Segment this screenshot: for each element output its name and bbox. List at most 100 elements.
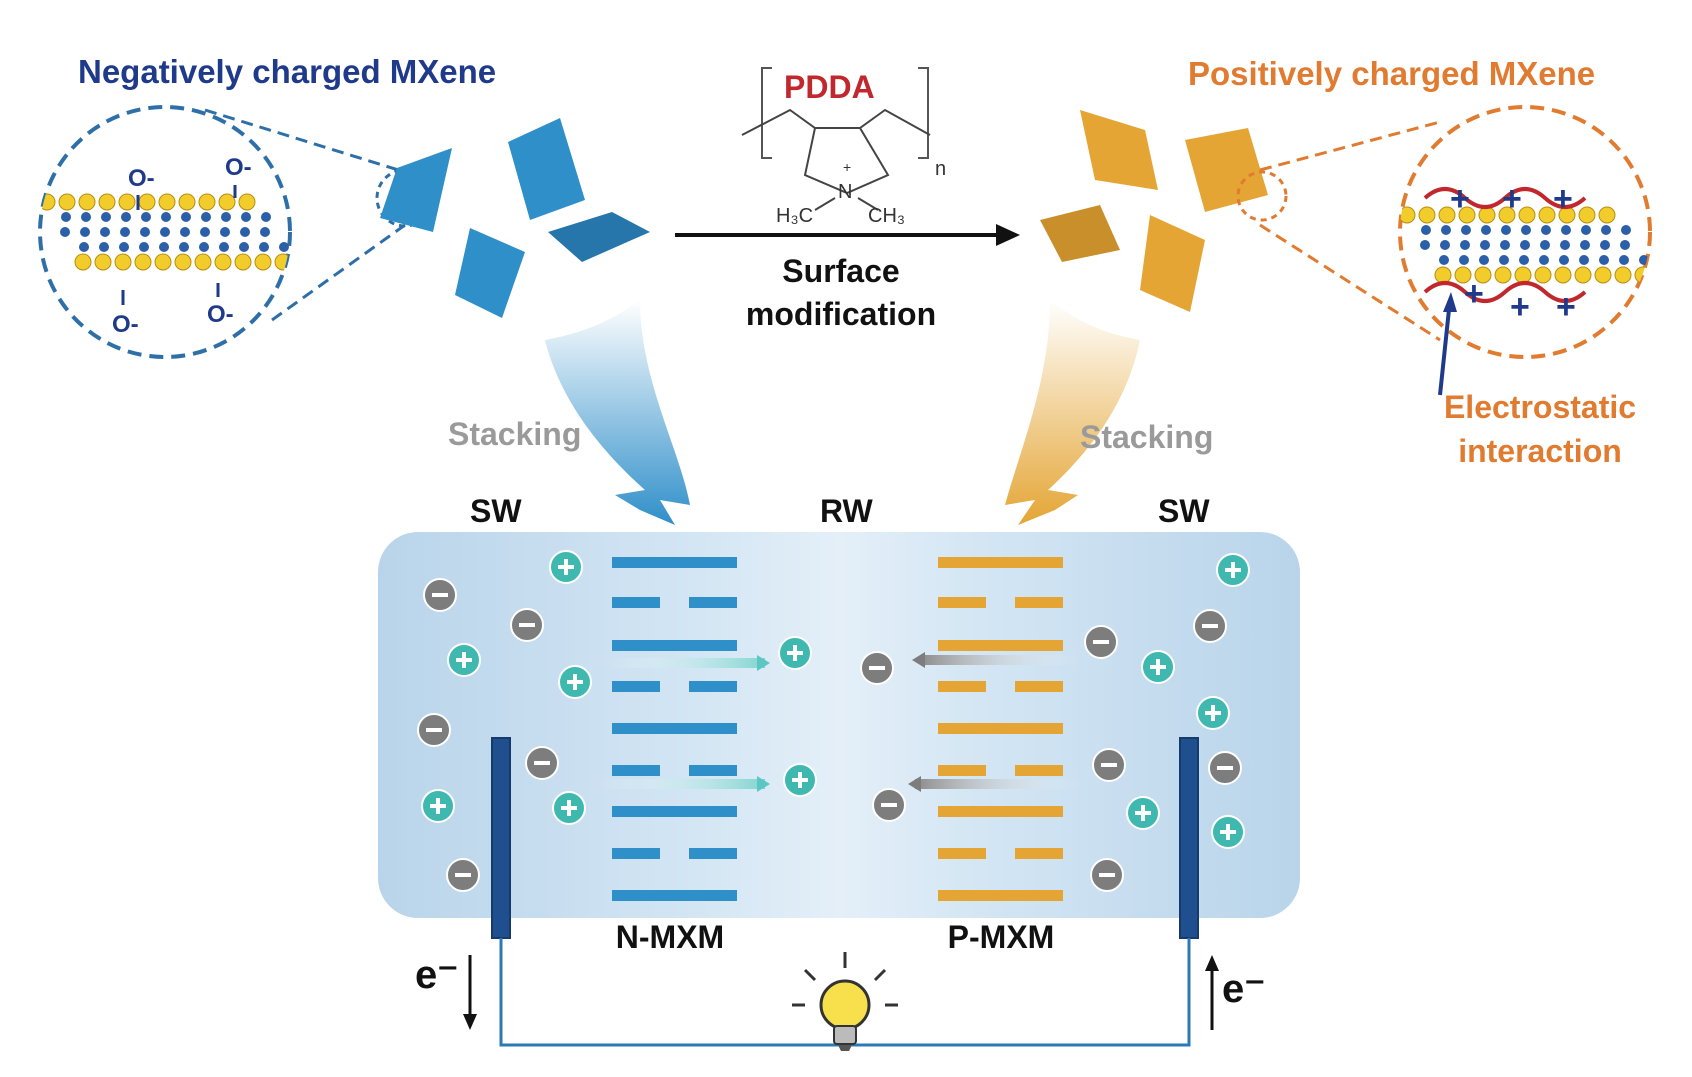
lattice-atom	[1501, 225, 1511, 235]
lattice-atom	[1560, 240, 1570, 250]
lattice-atom	[1439, 255, 1449, 265]
lattice-atom	[40, 193, 56, 211]
lattice-atom	[1460, 240, 1470, 250]
positive-mxene-flakes	[1040, 110, 1268, 312]
stacking-label-left: Stacking	[448, 416, 581, 452]
lattice-atom	[139, 242, 149, 252]
lattice-atom	[1580, 240, 1590, 250]
rw-label: RW	[820, 493, 874, 529]
lattice-atom	[1478, 206, 1496, 224]
lattice-atom	[118, 193, 136, 211]
lattice-atom	[180, 227, 190, 237]
o-minus-label: O-	[207, 301, 234, 328]
membrane-layer	[612, 890, 737, 901]
lattice-atom	[260, 227, 270, 237]
anion-minus-icon	[860, 651, 894, 685]
lattice-atom	[1561, 225, 1571, 235]
stacking-arrow-right	[1005, 300, 1140, 525]
plus-charge: +	[1464, 275, 1484, 313]
p-mxm-label: P-MXM	[948, 919, 1055, 955]
lattice-atom	[1619, 255, 1629, 265]
lattice-atom	[240, 227, 250, 237]
surface-modification-arrow	[675, 224, 1020, 246]
cation-plus-icon	[1216, 553, 1250, 587]
membrane-layer	[938, 723, 1063, 734]
membranes	[612, 557, 1063, 901]
membrane-segment	[689, 848, 737, 859]
stacking-arrow-left	[545, 300, 690, 525]
anion-minus-icon	[417, 713, 451, 747]
cation-plus-icon	[552, 791, 586, 825]
membrane-segment	[1015, 681, 1063, 692]
anion-minus-icon	[1092, 748, 1126, 782]
cation-plus-icon	[549, 550, 583, 584]
arrow-down-icon	[463, 1014, 477, 1030]
lattice-atom	[200, 227, 210, 237]
lattice-atom	[121, 212, 131, 222]
membrane-layer	[612, 557, 737, 568]
lattice-atom	[1458, 206, 1476, 224]
lattice-atom	[1540, 240, 1550, 250]
arrow-up-icon	[1205, 955, 1219, 971]
membrane-segment	[1015, 848, 1063, 859]
membrane-segment	[612, 848, 660, 859]
lattice-atom	[221, 212, 231, 222]
cation-plus-icon	[1126, 796, 1160, 830]
membrane-layer	[938, 806, 1063, 817]
lattice-atom	[279, 242, 289, 252]
anion-minus-icon	[525, 746, 559, 780]
lattice-atom	[80, 227, 90, 237]
h3c-label: H₃C	[776, 205, 813, 227]
plus-charge: +	[1510, 288, 1530, 326]
anion-minus-icon	[1208, 751, 1242, 785]
lattice-atom	[1479, 255, 1489, 265]
lattice-atom	[1579, 255, 1589, 265]
lattice-atom	[1620, 240, 1630, 250]
lattice-atom	[114, 253, 132, 271]
anion-minus-icon	[1090, 858, 1124, 892]
cation-plus-icon	[447, 643, 481, 677]
lattice-atom	[138, 193, 156, 211]
membrane-layer	[938, 557, 1063, 568]
lattice-atom	[60, 227, 70, 237]
lattice-atom	[99, 242, 109, 252]
o-minus-label: O-	[112, 311, 139, 338]
surface-label-line2: modification	[746, 296, 936, 332]
cell-body	[378, 532, 1300, 918]
lattice-atom	[261, 212, 271, 222]
lattice-atom	[174, 253, 192, 271]
lattice-atom	[1454, 266, 1472, 284]
lattice-atom	[98, 193, 116, 211]
cation-plus-icon	[778, 636, 812, 670]
n-mxm-label: N-MXM	[616, 919, 724, 955]
lattice-atom	[1514, 266, 1532, 284]
oxygen-groups: O- O- O- O-	[112, 154, 252, 338]
lattice-atom	[1459, 255, 1469, 265]
electrode-right	[1179, 737, 1199, 939]
lattice-atom	[241, 212, 251, 222]
lattice-atom	[178, 193, 196, 211]
o-minus-label: O-	[128, 165, 155, 192]
lattice-atom	[1614, 266, 1632, 284]
anion-minus-icon	[510, 608, 544, 642]
plus-charge: +	[1553, 180, 1573, 218]
sw-label-right: SW	[1158, 493, 1210, 529]
membrane-segment	[612, 597, 660, 608]
membrane-layer	[612, 640, 737, 651]
lattice-atom	[1541, 225, 1551, 235]
pdda-label: PDDA	[784, 69, 875, 105]
lattice-atom	[1418, 206, 1436, 224]
lattice-atom	[1534, 266, 1552, 284]
cation-plus-icon	[1196, 696, 1230, 730]
plus-charge: +	[1556, 288, 1576, 326]
lattice-atom	[1554, 266, 1572, 284]
lattice-atom	[1581, 225, 1591, 235]
membrane-layer	[938, 890, 1063, 901]
stacking-label-right: Stacking	[1080, 419, 1213, 455]
lattice-atom	[179, 242, 189, 252]
plus-charge: +	[1502, 180, 1522, 218]
n-subscript: n	[935, 158, 946, 180]
cation-plus-icon	[558, 665, 592, 699]
lattice-atom	[100, 227, 110, 237]
